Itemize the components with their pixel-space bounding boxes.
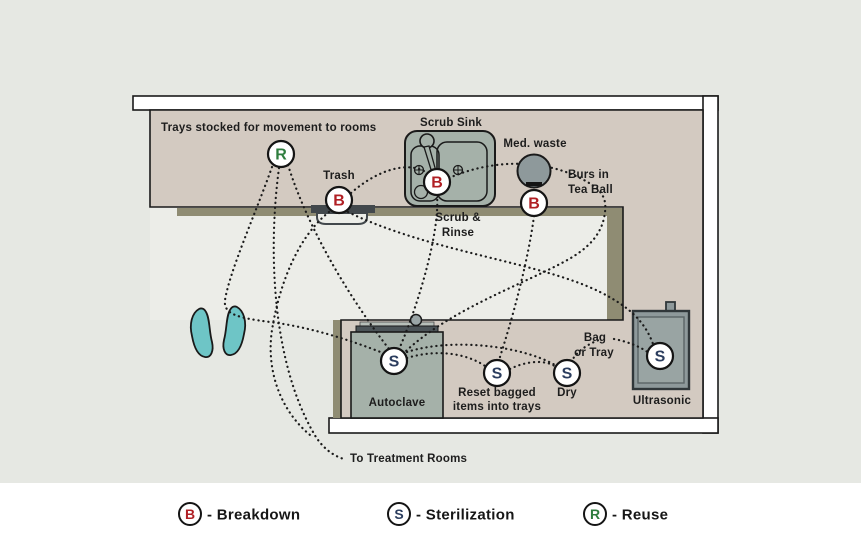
med-waste-slot (526, 182, 542, 186)
footprints-icon (189, 305, 247, 358)
legend-breakdown-label: - Breakdown (207, 507, 300, 524)
right-counter-shadow (607, 208, 623, 320)
label-scrub-sink: Scrub Sink (420, 117, 482, 129)
label-scrub-rinse-line2: Rinse (442, 227, 474, 239)
legend-strip-background (0, 483, 861, 545)
label-burs-line2: Tea Ball (568, 184, 613, 196)
label-bag-line2: or Tray (574, 347, 614, 359)
path-trash-to-sink (349, 166, 429, 195)
badge-letter: S (655, 349, 666, 366)
legend-sterilization-symbol: S (394, 506, 403, 522)
label-burs-line1: Burs in (568, 169, 609, 181)
badge-circle (552, 358, 582, 388)
legend: B - Breakdown S - Sterilization R - Reus… (178, 502, 668, 526)
badge-letter: S (492, 366, 503, 383)
top-counter-shadow (177, 208, 623, 216)
path-autoclave-to-reset (405, 352, 487, 368)
trash-handle (316, 212, 368, 225)
path-reuse-to-autoclave (286, 163, 391, 351)
badge-letter: B (528, 196, 540, 213)
label-med-waste: Med. waste (503, 138, 566, 150)
badge-letter: B (431, 175, 443, 192)
label-ultrasonic: Ultrasonic (633, 395, 692, 407)
bottom-counter-shadow (333, 320, 341, 418)
legend-sterilization-label: - Sterilization (416, 507, 515, 524)
label-reset-line1: Reset bagged (458, 387, 536, 399)
autoclave-knob-icon (409, 313, 423, 327)
badge-sterilization-dry: S (552, 358, 582, 388)
path-reuse-to-treatment-rooms (272, 166, 346, 461)
workflow-dotted-paths (223, 162, 655, 461)
legend-reuse-circle (583, 502, 607, 526)
badge-letter: S (389, 354, 400, 371)
label-to-treatment-rooms: To Treatment Rooms (350, 453, 467, 465)
label-dry: Dry (557, 387, 577, 399)
left-foot-icon (189, 307, 214, 358)
badge-letter: R (275, 147, 287, 164)
badge-circle (324, 185, 354, 215)
top-wall (132, 95, 719, 111)
badge-letter: B (333, 193, 345, 210)
badge-breakdown-medwaste: B (519, 188, 549, 218)
label-trays-stocked: Trays stocked for movement to rooms (161, 122, 376, 134)
counter (149, 109, 704, 419)
drain-right-cross (453, 165, 463, 175)
badge-sterilization-ultrasonic: S (645, 341, 675, 371)
label-autoclave: Autoclave (369, 397, 426, 409)
label-bag-line1: Bag (584, 332, 606, 344)
badge-breakdown-trash: B (324, 185, 354, 215)
badge-circle (519, 188, 549, 218)
legend-reuse-label: - Reuse (612, 507, 668, 524)
badge-circle (422, 167, 452, 197)
right-wall (702, 95, 719, 434)
path-trash-to-treatment-rooms (269, 210, 331, 437)
med-waste-icon (516, 153, 552, 189)
path-trash-to-ultrasonic (346, 210, 655, 346)
legend-sterilization-circle (387, 502, 411, 526)
badge-breakdown-sink: B (422, 167, 452, 197)
legend-breakdown-symbol: B (185, 506, 195, 522)
label-reset-line2: items into trays (453, 401, 541, 413)
med-waste-container (516, 153, 552, 189)
badge-circle (379, 346, 409, 376)
path-reset-to-dry (508, 360, 558, 371)
path-medwaste-to-reset (497, 214, 536, 362)
ultrasonic-device (631, 301, 691, 391)
badge-reuse-trays: R (266, 139, 296, 169)
badge-circle (482, 358, 512, 388)
legend-reuse-symbol: R (590, 506, 600, 522)
right-foot-icon (222, 305, 247, 356)
badge-circle (645, 341, 675, 371)
legend-breakdown-circle (178, 502, 202, 526)
legend-item-breakdown: B - Breakdown (178, 502, 300, 526)
path-sink-medwaste-burs-to-autoclave (404, 162, 607, 353)
badge-letter: S (562, 366, 573, 383)
badge-sterilization-autoclave: S (379, 346, 409, 376)
bottom-wall (328, 417, 719, 434)
label-scrub-rinse-line1: Scrub & (435, 212, 481, 224)
legend-item-sterilization: S - Sterilization (387, 502, 515, 526)
label-trash: Trash (323, 170, 355, 182)
legend-item-reuse: R - Reuse (583, 502, 668, 526)
floor (150, 207, 623, 320)
path-reuse-to-autoclave-hook (223, 165, 385, 355)
badge-circle (266, 139, 296, 169)
badge-sterilization-reset: S (482, 358, 512, 388)
